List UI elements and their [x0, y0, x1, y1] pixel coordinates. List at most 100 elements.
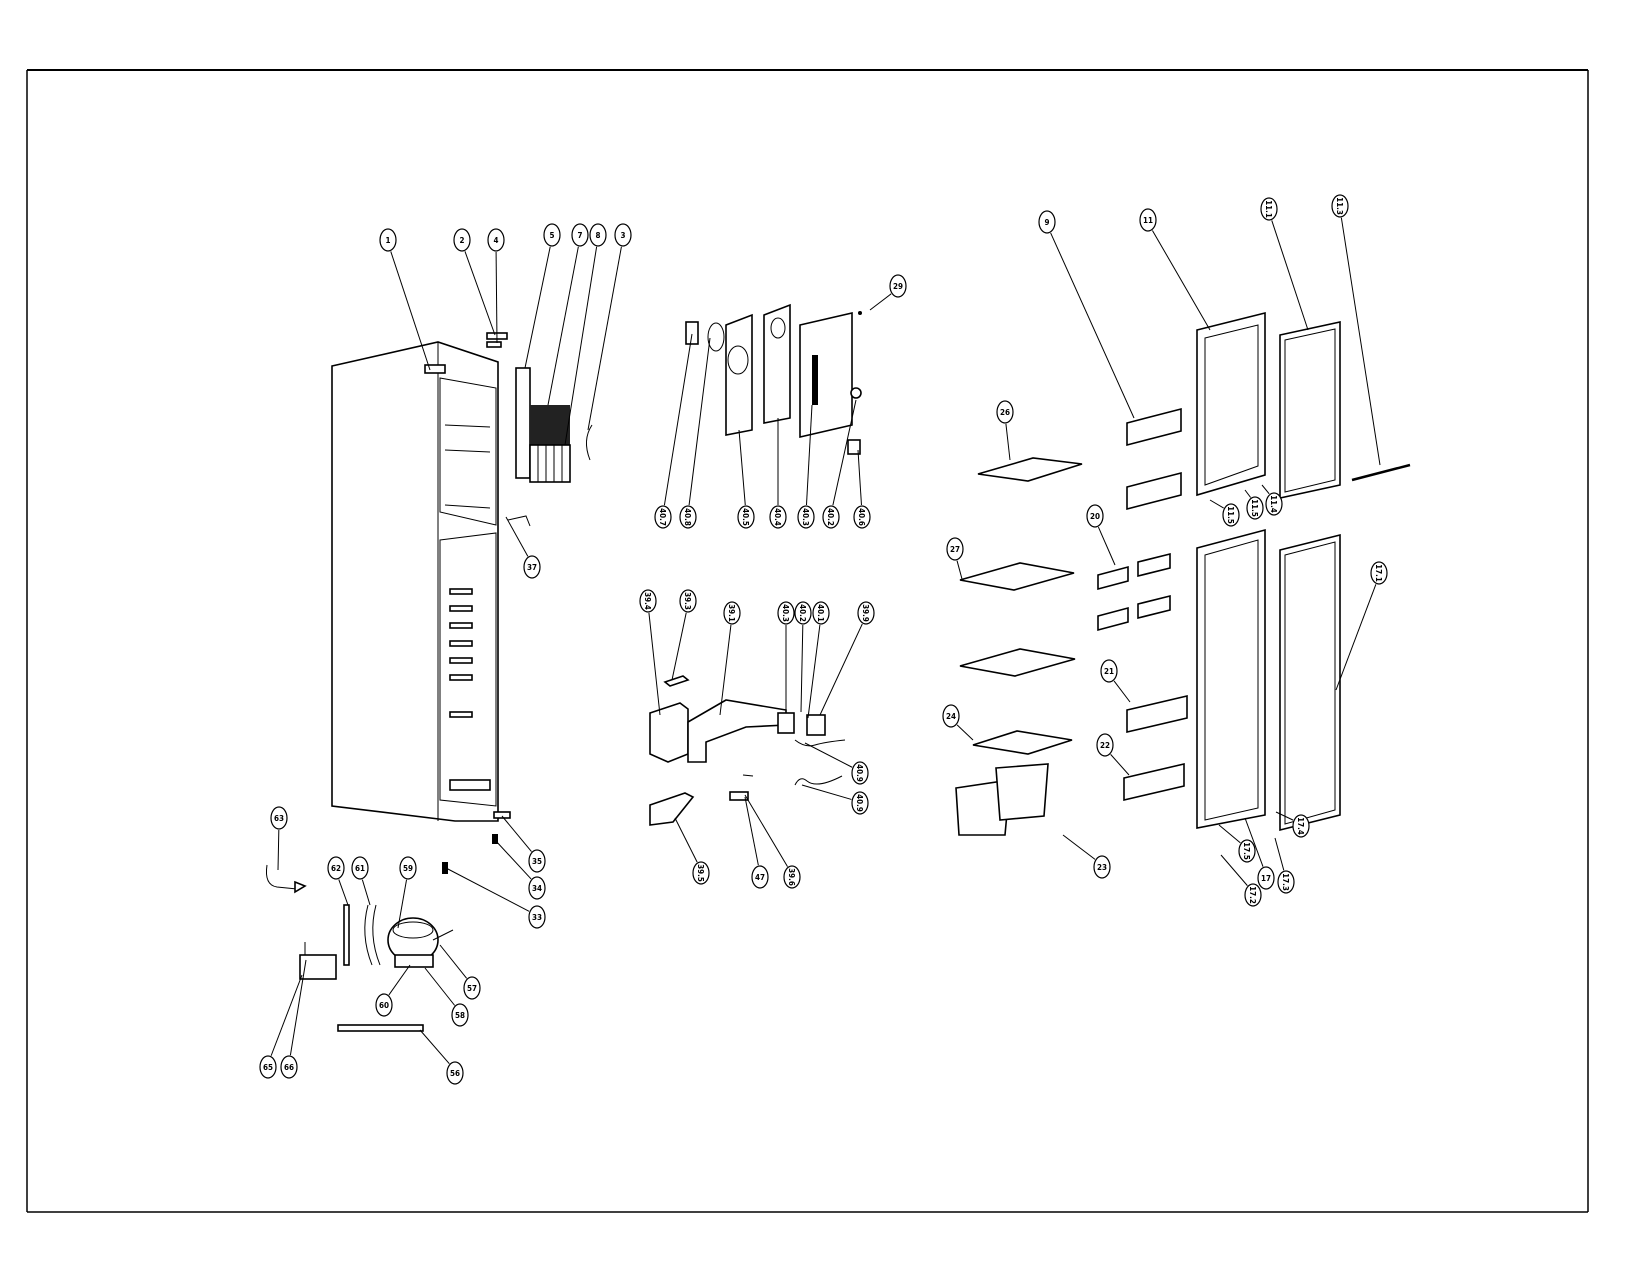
callout-number: 39.6: [787, 868, 796, 886]
callout-leader-line: [819, 623, 863, 716]
callout-40-3: 40.3: [797, 404, 815, 529]
callout-17-2: 17.2: [1220, 854, 1262, 907]
callout-balloon: [259, 1055, 277, 1079]
callout-leader-line: [1097, 526, 1116, 566]
callout-balloon: [1222, 503, 1240, 527]
callout-40-1: 40.1: [807, 601, 830, 719]
callout-balloon: [1238, 839, 1256, 863]
callout-17-4: 17.4: [1275, 811, 1310, 838]
callout-balloon: [822, 505, 840, 529]
callout-number: 63: [274, 814, 284, 823]
callout-balloon: [589, 223, 607, 247]
callout-balloon: [812, 601, 830, 625]
callout-number: 40.1: [816, 604, 825, 622]
callout-number: 11.4: [1269, 495, 1278, 513]
callout-number: 9: [1044, 218, 1049, 227]
callout-number: 40.4: [773, 508, 782, 526]
callout-11: 11: [1139, 208, 1211, 331]
callout-balloon: [523, 555, 541, 579]
callout-number: 26: [1000, 408, 1010, 417]
callout-60: 60: [375, 964, 411, 1017]
callout-leader-line: [744, 794, 788, 867]
callout-balloon: [270, 806, 288, 830]
callout-balloon: [571, 223, 589, 247]
callout-7: 7: [547, 223, 589, 406]
callout-39-5: 39.5: [674, 817, 710, 885]
callout-balloon: [946, 537, 964, 561]
callout-balloon: [1257, 866, 1275, 890]
callout-number: 17.3: [1281, 873, 1290, 891]
callout-number: 61: [355, 864, 365, 873]
callout-number: 40.2: [798, 604, 807, 622]
callout-number: 21: [1104, 667, 1114, 676]
callout-balloon: [1244, 883, 1262, 907]
callout-leader-line: [674, 817, 698, 863]
callout-balloon: [543, 223, 561, 247]
callout-number: 59: [403, 864, 413, 873]
callout-balloon: [654, 505, 672, 529]
callout-balloon: [528, 876, 546, 900]
callout-5: 5: [524, 223, 561, 369]
callout-number: 3: [620, 231, 625, 240]
callout-leader-line: [1113, 680, 1131, 703]
callout-leader-line: [1335, 584, 1377, 691]
callout-number: 40.2: [826, 508, 835, 526]
callout-balloon: [692, 861, 710, 885]
callout-balloon: [1292, 814, 1310, 838]
callout-balloon: [451, 1003, 469, 1027]
callout-number: 1: [385, 236, 390, 245]
door-bins: [1097, 407, 1188, 802]
callout-leader-line: [338, 879, 349, 906]
callout-balloon: [280, 1055, 298, 1079]
callout-leader-line: [1151, 230, 1211, 331]
callout-leader-line: [956, 724, 974, 741]
callout-number: 65: [263, 1063, 273, 1072]
callout-40-5: 40.5: [737, 429, 755, 529]
callout-balloon: [942, 704, 960, 728]
door-assemblies: [1196, 311, 1411, 832]
callout-balloon: [889, 274, 907, 298]
callout-number: 39.9: [861, 604, 870, 622]
callout-leader-line: [397, 879, 408, 929]
callout-leader-line: [439, 944, 468, 979]
callout-leader-line: [1050, 232, 1135, 419]
callout-balloon: [528, 849, 546, 873]
callout-39-6: 39.6: [744, 794, 801, 889]
callout-leader-line: [1271, 220, 1309, 331]
callout-number: 56: [450, 1069, 460, 1078]
callout-65: 65: [259, 974, 303, 1079]
callout-11-4: 11.4: [1261, 484, 1283, 516]
callout-balloon: [769, 505, 787, 529]
callout-leader-line: [424, 967, 456, 1006]
callout-40-9: 40.9: [801, 784, 869, 815]
callout-balloon: [794, 601, 812, 625]
callout-leader-line: [388, 964, 411, 996]
callout-11-1: 11.1: [1260, 197, 1309, 331]
callout-number: 39.1: [727, 604, 736, 622]
callout-leader-line: [1209, 499, 1224, 509]
air-duct-parts: [649, 675, 846, 826]
callout-40-3: 40.3: [777, 601, 795, 712]
callout-66: 66: [280, 959, 307, 1079]
callout-balloon: [1246, 496, 1264, 520]
callout-number: 33: [532, 913, 542, 922]
callout-balloon: [1038, 210, 1056, 234]
callout-balloon: [446, 1061, 464, 1085]
callout-number: 17.1: [1374, 564, 1383, 582]
callout-number: 11.5: [1226, 506, 1235, 524]
callout-leader-line: [587, 246, 622, 431]
callout-balloon: [857, 601, 875, 625]
callout-3: 3: [587, 223, 632, 431]
callout-number: 4: [493, 236, 498, 245]
callout-number: 2: [459, 236, 464, 245]
callout-leader-line: [1274, 837, 1285, 871]
callout-leader-line: [1275, 811, 1294, 821]
callout-17-1: 17.1: [1335, 561, 1388, 691]
callout-39-4: 39.4: [639, 589, 661, 716]
callout-leader-line: [671, 612, 687, 681]
callout-57: 57: [439, 944, 481, 1000]
callout-balloon: [1260, 197, 1278, 221]
callout-balloon: [1100, 659, 1118, 683]
callout-balloon: [723, 601, 741, 625]
